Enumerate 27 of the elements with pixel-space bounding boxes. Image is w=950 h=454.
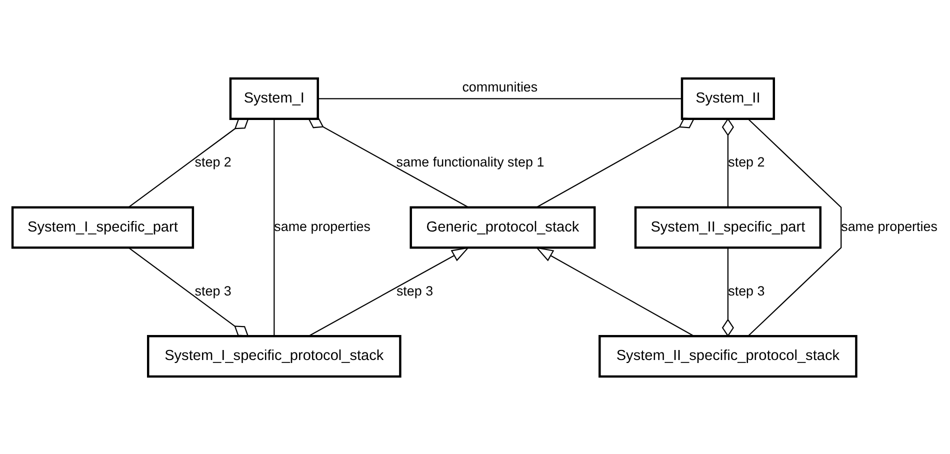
edge-label: step 3	[728, 282, 765, 298]
node-box: System_I_specific_protocol_stack	[147, 334, 402, 378]
connector	[274, 118, 275, 336]
node-box: Generic_protocol_stack	[410, 206, 596, 248]
connector	[128, 118, 249, 207]
arrow	[535, 246, 694, 336]
edge-label: step 3	[194, 282, 232, 298]
edge-label: same properties	[841, 218, 938, 234]
edge-label: step 3	[396, 282, 434, 298]
node-box: System_I	[229, 76, 319, 120]
node-box: System_II_specific_part	[634, 206, 822, 248]
connector	[308, 117, 468, 208]
connector	[318, 98, 682, 99]
connector	[128, 246, 249, 336]
edge-label: step 2	[728, 154, 765, 170]
arrow	[308, 246, 470, 336]
connector	[536, 117, 695, 208]
connector	[722, 247, 734, 336]
node-box: System_I_specific_part	[11, 206, 194, 248]
edge-label: step 2	[194, 154, 232, 170]
edge-label: same functionality step 1	[396, 154, 544, 170]
node-box: System_II_specific_protocol_stack	[598, 334, 858, 378]
connector	[722, 117, 734, 206]
edge-label: same properties	[274, 218, 371, 234]
connector	[748, 118, 842, 336]
edge-label: communities	[462, 78, 538, 94]
node-box: System_II	[680, 76, 775, 120]
